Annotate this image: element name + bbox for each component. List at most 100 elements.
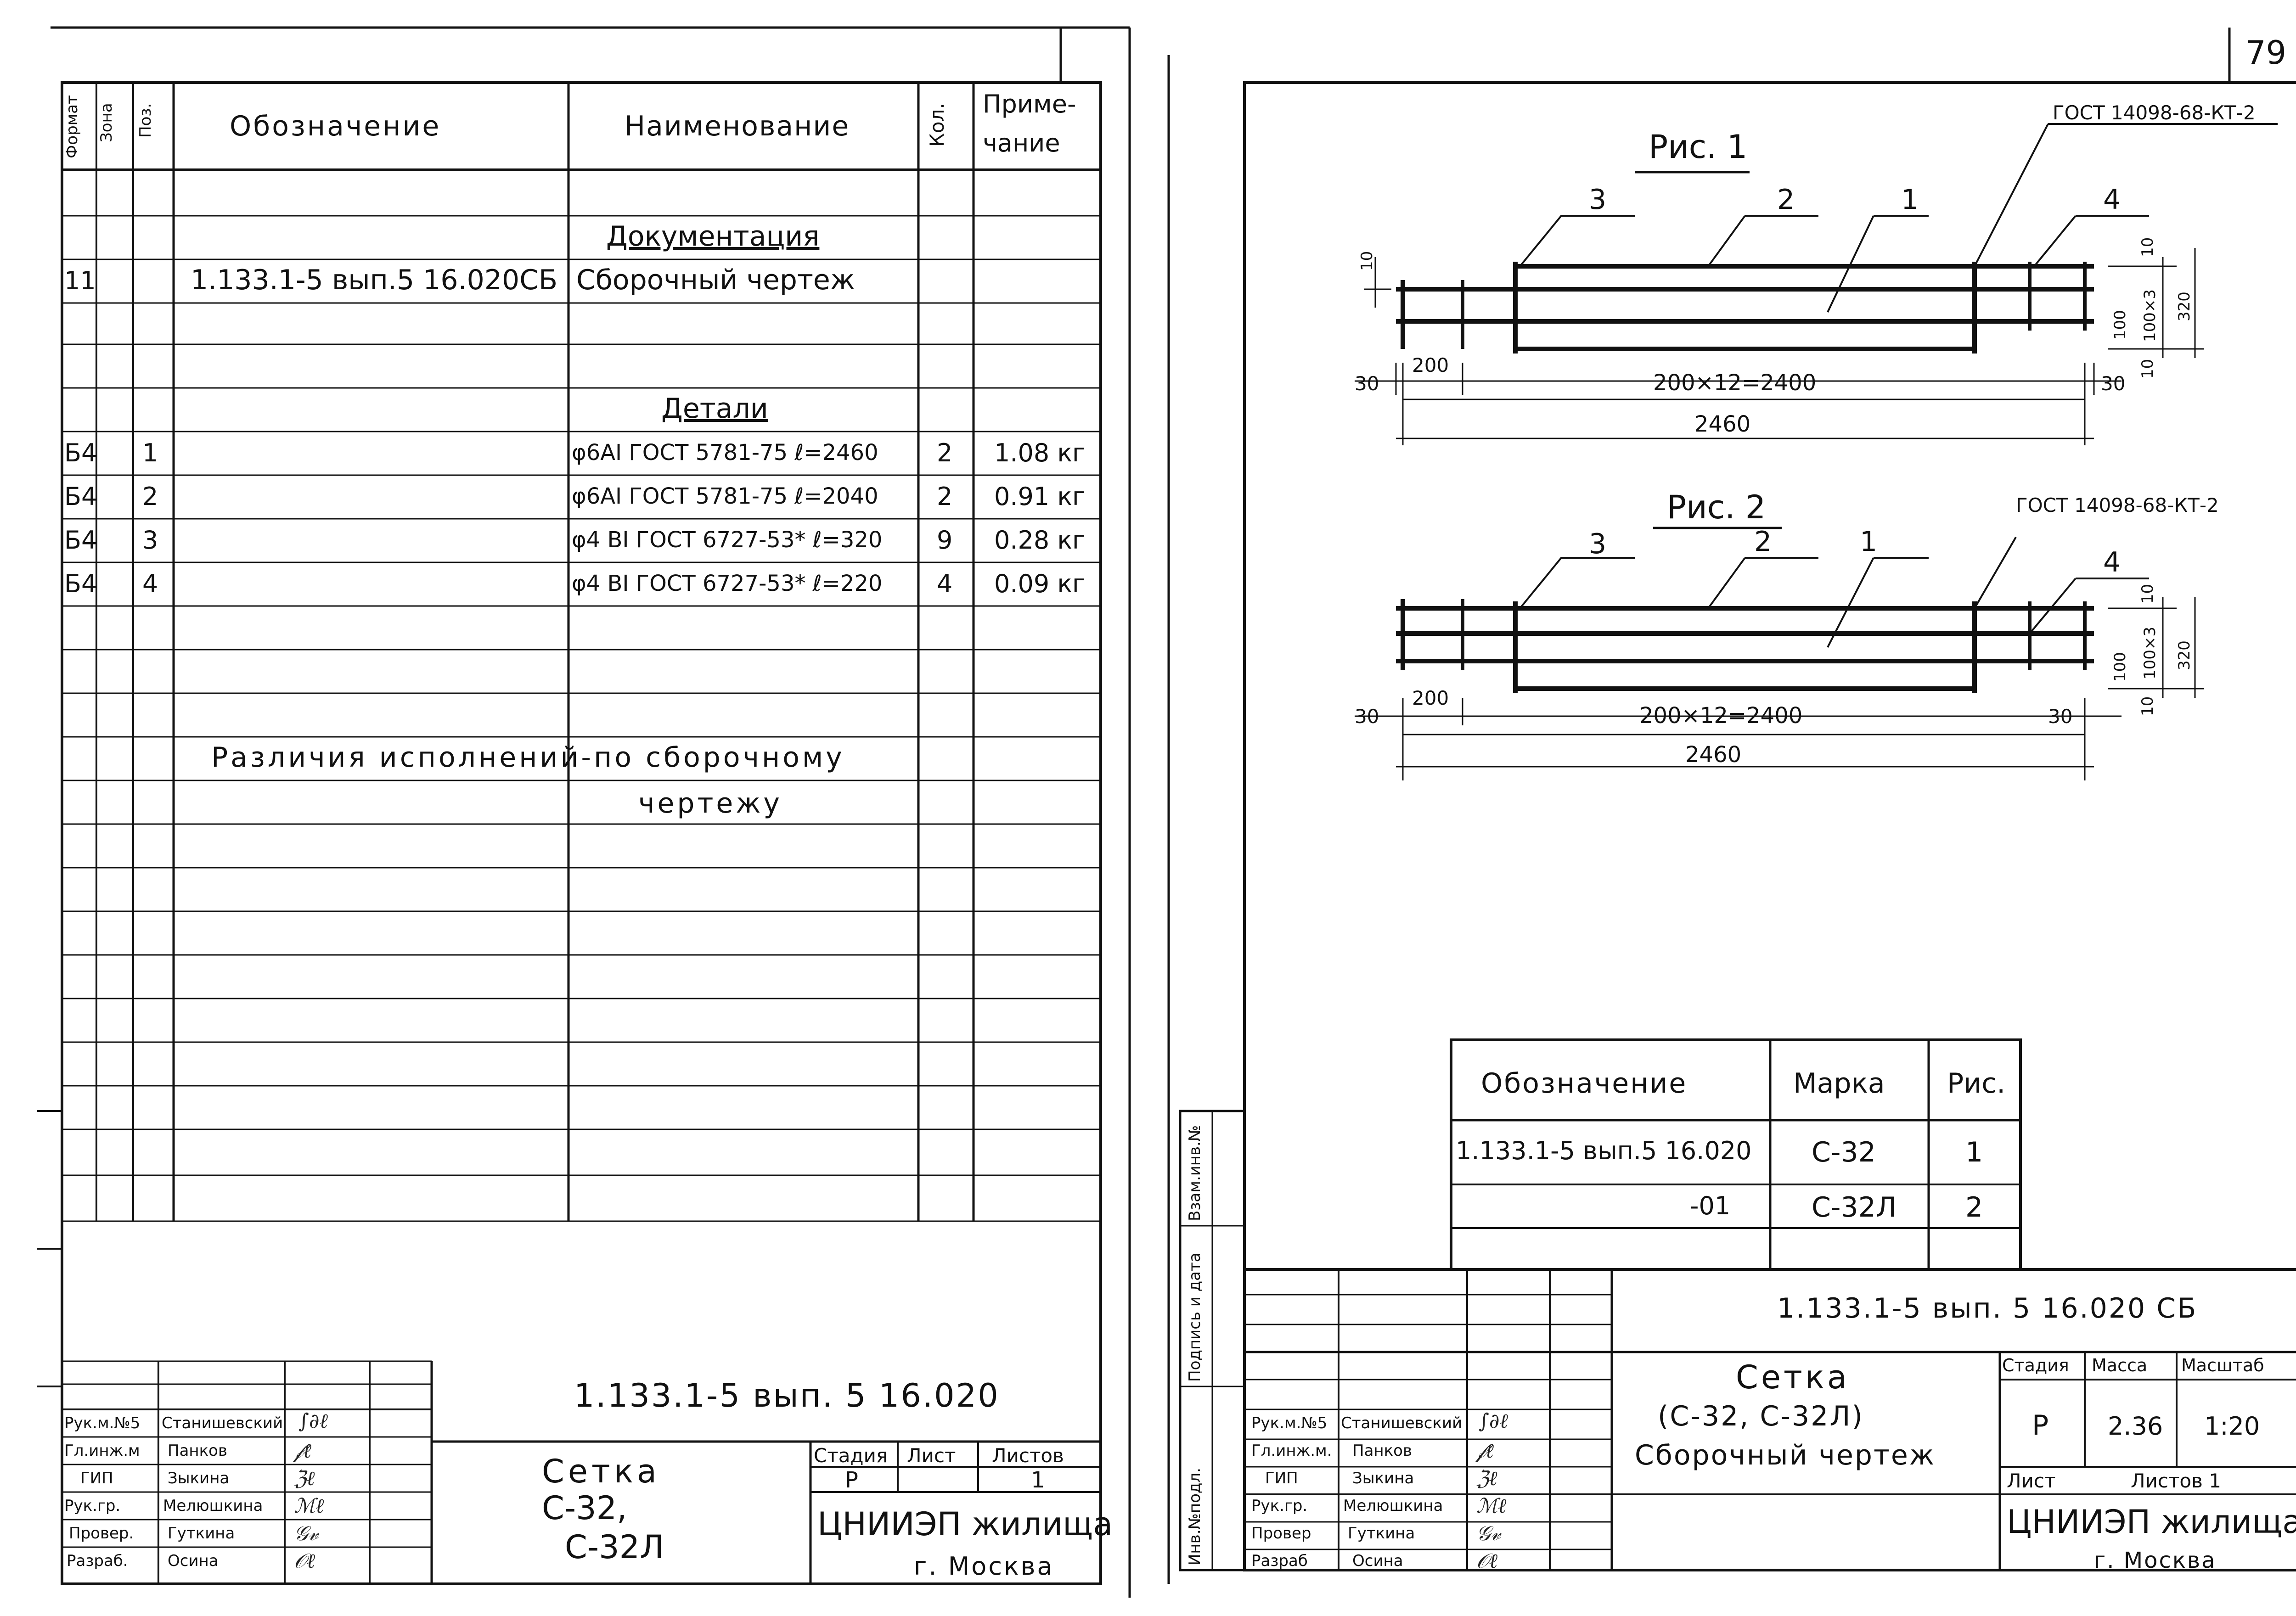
left-doc-code: 1.133.1-5 вып. 5 16.020 (574, 1377, 1000, 1414)
row-format: Б4 (64, 526, 97, 555)
right-title-2: (С-32, С-32Л) (1658, 1400, 1864, 1432)
header-zone: Зона (97, 103, 116, 142)
variants-header-fig: Рис. (1947, 1067, 2006, 1100)
person-name: Панков (168, 1442, 228, 1460)
fig2-gost: ГОСТ 14098-68-КТ-2 (2016, 494, 2219, 516)
person-name: Станишевский (1341, 1414, 1463, 1432)
right-mass-label: Масса (2092, 1355, 2148, 1375)
signature-icon: 𝒪ℓ (294, 1549, 315, 1573)
signature-icon: ∫∂ℓ (298, 1409, 328, 1433)
left-org-1: ЦНИИЭП жилища (817, 1505, 1113, 1543)
left-sheets-label: Листов (992, 1444, 1064, 1467)
row-format: Б4 (64, 438, 97, 467)
person-name: Осина (1352, 1552, 1403, 1570)
row-name: φ4 BI ГОСТ 6727-53* ℓ=220 (572, 571, 883, 596)
section-documentation: Документация (606, 220, 820, 252)
role-label: Разраб. (67, 1552, 128, 1570)
fig2-dim-10-bottom: 10 (2138, 696, 2157, 716)
role-label: Рук.гр. (64, 1497, 121, 1515)
side-stamp-replace-inv: Взам.инв.№ (1186, 1125, 1204, 1221)
person-name: Гуткина (168, 1524, 235, 1543)
fig2-dim-30-right: 30 (2048, 705, 2073, 728)
signature-icon: ℳℓ (294, 1494, 324, 1518)
person-name: Панков (1352, 1442, 1412, 1460)
signature-icon: 𝒻ℓ (294, 1439, 311, 1463)
header-pos: Поз. (136, 103, 155, 138)
role-label: Рук.м.№5 (1251, 1414, 1328, 1432)
row-pos: 2 (142, 482, 158, 511)
header-format: Формат (63, 95, 81, 158)
right-scale-value: 1:20 (2204, 1412, 2260, 1441)
leader-label: 1 (1860, 526, 1878, 558)
fig2-dim-200: 200 (1412, 687, 1449, 709)
left-stage-label: Стадия (814, 1444, 888, 1467)
right-doc-code: 1.133.1-5 вып. 5 16.020 СБ (1777, 1292, 2198, 1324)
signature-icon: ℨℓ (294, 1467, 315, 1490)
variants-header-designation: Обозначение (1481, 1067, 1688, 1100)
leader-label: 1 (1901, 184, 1919, 216)
side-stamp-inv: Инв.№подл. (1186, 1468, 1204, 1566)
row-qty: 2 (937, 438, 953, 467)
doc-designation: 1.133.1-5 вып.5 16.020СБ (191, 264, 558, 296)
right-org-2: г. Москва (2094, 1548, 2217, 1573)
person-name: Зыкина (1352, 1469, 1414, 1487)
leader-label: 4 (2103, 184, 2121, 216)
left-sheets-value: 1 (1031, 1467, 1045, 1493)
diff-note-line1: Различия исполнений-по сборочному (211, 741, 845, 774)
signature-icon: ℳℓ (1476, 1494, 1507, 1518)
row-pos: 1 (142, 438, 158, 467)
row-note: 0.28 кг (994, 526, 1086, 555)
right-title-1: Сетка (1736, 1358, 1850, 1396)
variant-designation: -01 (1690, 1191, 1731, 1220)
fig2-dim-100x3: 100×3 (2141, 626, 2159, 679)
leader-label: 3 (1589, 528, 1607, 560)
fig1-dim-100: 100 (2111, 310, 2129, 340)
header-qty: Кол. (926, 103, 948, 147)
right-scale-label: Масштаб (2181, 1355, 2264, 1375)
fig2-dim-10-top: 10 (2138, 584, 2157, 604)
header-designation: Обозначение (230, 110, 441, 142)
leader-label: 2 (1777, 184, 1795, 216)
row-format: Б4 (64, 569, 97, 598)
fig2-dim-30-left: 30 (1355, 705, 1379, 728)
fig1-gost: ГОСТ 14098-68-КТ-2 (2053, 101, 2256, 124)
person-name: Мелюшкина (163, 1497, 263, 1515)
fig1-dim-100x3: 100×3 (2141, 289, 2159, 342)
signature-icon: ℨℓ (1476, 1467, 1497, 1490)
row-note: 1.08 кг (994, 438, 1086, 467)
doc-format: 11 (64, 266, 96, 295)
left-title-3: С-32Л (565, 1528, 664, 1566)
variants-header-mark: Марка (1793, 1067, 1885, 1100)
fig1-dim-10-bottom: 10 (2138, 359, 2157, 379)
left-title-2: С-32, (542, 1489, 627, 1527)
fig1-dim-2460: 2460 (1694, 411, 1751, 437)
leader-label: 2 (1754, 526, 1772, 558)
role-label: ГИП (80, 1469, 113, 1487)
row-format: Б4 (64, 482, 97, 511)
variant-mark: С-32Л (1812, 1191, 1897, 1223)
signature-icon: 𝒻ℓ (1476, 1439, 1494, 1463)
header-name: Наименование (625, 110, 850, 142)
row-qty: 2 (937, 482, 953, 511)
left-title-1: Сетка (542, 1453, 660, 1490)
row-pos: 3 (142, 526, 158, 555)
variant-designation: 1.133.1-5 вып.5 16.020 (1456, 1136, 1752, 1165)
person-name: Осина (168, 1552, 219, 1570)
row-note: 0.09 кг (994, 569, 1086, 598)
side-stamp-signature-date: Подпись и дата (1186, 1252, 1204, 1382)
fig2-label: Рис. 2 (1667, 488, 1766, 526)
fig2-lines (1355, 527, 2204, 780)
role-label: ГИП (1265, 1469, 1298, 1487)
leader-label: 3 (1589, 184, 1607, 216)
signature-icon: ∫∂ℓ (1479, 1409, 1508, 1433)
right-title-3: Сборочный чертеж (1635, 1439, 1936, 1471)
fig1-dim-10-left: 10 (1358, 251, 1376, 271)
role-label: Рук.м.№5 (64, 1414, 141, 1432)
row-name: φ4 BI ГОСТ 6727-53* ℓ=320 (572, 527, 883, 553)
signature-icon: 𝒢𝓋 (1476, 1522, 1501, 1545)
leader-label: 4 (2103, 546, 2121, 578)
left-sheet-label: Лист (907, 1444, 956, 1467)
signature-icon: 𝒢𝓋 (294, 1522, 319, 1545)
variant-mark: С-32 (1812, 1136, 1876, 1168)
